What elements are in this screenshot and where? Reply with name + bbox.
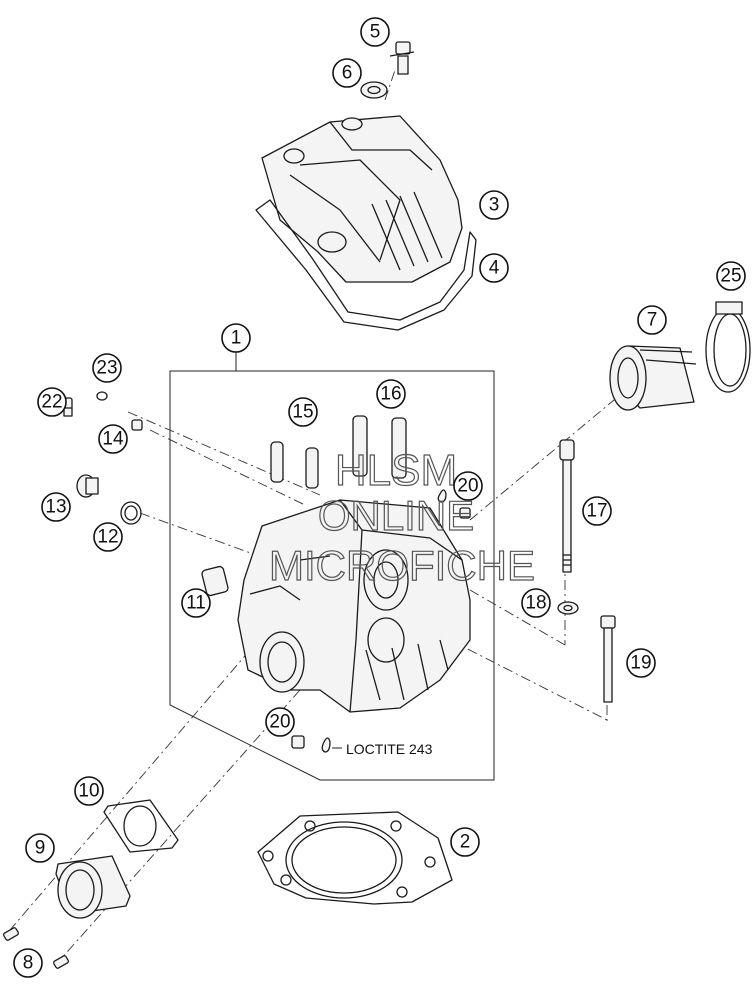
intake-flange-part-7 [609, 345, 697, 411]
svg-text:6: 6 [342, 63, 353, 84]
svg-text:4: 4 [489, 258, 500, 279]
valve-guides-part-15 [270, 441, 319, 489]
svg-text:11: 11 [186, 593, 206, 614]
svg-text:25: 25 [720, 266, 741, 287]
screw-plug-part-13 [76, 474, 99, 498]
svg-text:20: 20 [457, 476, 478, 497]
seal-ring-part-12 [120, 501, 142, 525]
svg-text:10: 10 [78, 781, 99, 802]
svg-text:2: 2 [460, 832, 471, 853]
flange-bolt-part-19 [600, 615, 616, 703]
callout-15[interactable]: 15 [288, 397, 318, 427]
washer-part-6 [360, 81, 388, 99]
bolt-part-5 [389, 41, 415, 75]
callout-14[interactable]: 14 [98, 424, 128, 454]
svg-text:8: 8 [23, 953, 34, 974]
callout-6[interactable]: 6 [332, 58, 362, 88]
alignment-lines [9, 69, 621, 961]
watermark-line-1: HLSM [335, 446, 457, 495]
callout-1[interactable]: 1 [221, 323, 251, 353]
set-screw-part-20-upper [437, 489, 471, 519]
svg-text:13: 13 [45, 497, 66, 518]
callout-5[interactable]: 5 [360, 17, 390, 47]
callout-20-upper[interactable]: 20 [453, 471, 483, 501]
washer-part-18 [557, 601, 579, 615]
watermark-line-2: ONLINE [318, 492, 474, 539]
callout-25[interactable]: 25 [716, 261, 746, 291]
callout-3[interactable]: 3 [479, 190, 509, 220]
watermark-line-3: MICROFICHE [269, 542, 535, 589]
svg-text:19: 19 [630, 653, 651, 674]
cylinder-head-main [237, 499, 471, 713]
svg-text:9: 9 [35, 838, 46, 859]
callout-10[interactable]: 10 [74, 776, 104, 806]
watermark: HLSM ONLINE MICROFICHE [268, 445, 535, 589]
svg-text:7: 7 [647, 310, 658, 331]
callout-19[interactable]: 19 [626, 648, 656, 678]
seal-ring-part-23 [96, 391, 108, 401]
intake-manifold-part-9 [55, 855, 131, 919]
set-screw-part-20-lower [291, 735, 342, 753]
valve-cover-part-3 [261, 115, 463, 283]
loctite-note: LOCTITE 243 [346, 741, 433, 757]
svg-text:3: 3 [489, 195, 500, 216]
callout-8[interactable]: 8 [13, 948, 43, 978]
callout-11[interactable]: 11 [181, 588, 211, 618]
plug-part-14 [131, 419, 143, 431]
callout-2[interactable]: 2 [450, 827, 480, 857]
svg-text:17: 17 [586, 501, 607, 522]
intake-gasket-part-10 [103, 799, 179, 853]
hose-clamp-part-25 [705, 301, 751, 393]
svg-text:5: 5 [370, 22, 381, 43]
svg-text:1: 1 [231, 328, 242, 349]
callout-17[interactable]: 17 [582, 496, 612, 526]
callout-4[interactable]: 4 [479, 253, 509, 283]
callout-13[interactable]: 13 [41, 492, 71, 522]
svg-text:20: 20 [269, 712, 290, 733]
callout-16[interactable]: 16 [376, 379, 406, 409]
screws-part-8 [3, 927, 69, 969]
callout-7[interactable]: 7 [637, 305, 667, 335]
sleeve-part-11 [201, 565, 229, 597]
svg-text:16: 16 [380, 384, 401, 405]
callout-12[interactable]: 12 [93, 522, 123, 552]
callout-22[interactable]: 22 [37, 387, 67, 417]
callout-18[interactable]: 18 [521, 588, 551, 618]
svg-text:15: 15 [292, 402, 313, 423]
callout-23[interactable]: 23 [92, 353, 122, 383]
svg-text:22: 22 [41, 392, 62, 413]
cover-gasket-part-4 [255, 199, 477, 331]
svg-text:18: 18 [525, 593, 546, 614]
valve-guides-part-16 [352, 415, 407, 479]
svg-text:23: 23 [96, 358, 117, 379]
stud-bolt-part-17 [559, 439, 575, 573]
svg-text:12: 12 [97, 527, 118, 548]
callout-9[interactable]: 9 [25, 833, 55, 863]
head-gasket-part-2 [257, 811, 453, 905]
svg-text:14: 14 [102, 429, 124, 450]
assembly-bracket [169, 352, 495, 781]
callout-20-lower[interactable]: 20 [265, 707, 295, 737]
